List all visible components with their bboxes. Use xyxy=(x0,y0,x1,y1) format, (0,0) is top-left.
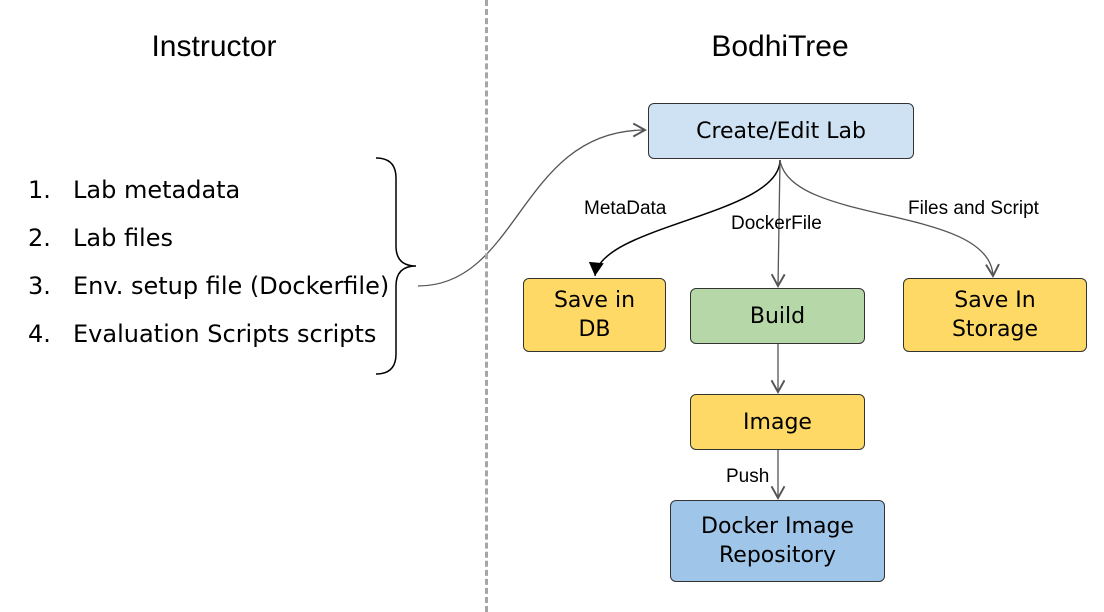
save-in-storage-node: Save In Storage xyxy=(903,278,1087,352)
push-edge-label: Push xyxy=(726,466,770,487)
node-label: Docker Image Repository xyxy=(701,514,854,568)
list-number: 3. xyxy=(28,272,51,300)
build-node: Build xyxy=(690,288,865,344)
section-divider xyxy=(485,0,488,612)
curly-brace xyxy=(375,157,417,375)
files-and-script-edge-label: Files and Script xyxy=(908,198,1039,219)
edge-metadata xyxy=(588,159,781,277)
node-label: Image xyxy=(743,409,812,435)
edge-files-script xyxy=(779,159,1000,279)
list-item: 1. Lab metadata xyxy=(28,176,389,224)
list-item: 2. Lab files xyxy=(28,224,389,272)
create-edit-lab-node: Create/Edit Lab xyxy=(648,103,914,159)
instructor-list: 1. Lab metadata 2. Lab files 3. Env. setup … xyxy=(28,176,389,368)
list-number: 4. xyxy=(28,320,51,348)
list-text: Evaluation Scripts scripts xyxy=(73,320,377,348)
edge-instructor-to-create xyxy=(417,122,648,287)
edge-dockerfile xyxy=(770,159,786,289)
list-text: Env. setup file (Dockerfile) xyxy=(73,272,390,300)
save-in-db-node: Save in DB xyxy=(523,278,666,352)
list-item: 3. Env. setup file (Dockerfile) xyxy=(28,272,389,320)
node-label: Save In Storage xyxy=(951,288,1039,342)
instructor-title: Instructor xyxy=(151,30,277,63)
bodhitree-title: BodhiTree xyxy=(711,30,849,63)
list-item: 4. Evaluation Scripts scripts xyxy=(28,320,389,368)
node-label: Create/Edit Lab xyxy=(696,118,866,144)
list-text: Lab files xyxy=(73,224,173,252)
node-label: Build xyxy=(749,303,806,329)
list-text: Lab metadata xyxy=(73,176,241,204)
docker-image-repository-node: Docker Image Repository xyxy=(670,500,885,582)
image-node: Image xyxy=(690,394,865,450)
node-label: Save in DB xyxy=(553,288,636,342)
dockerfile-edge-label: DockerFile xyxy=(731,213,822,234)
list-number: 2. xyxy=(28,224,51,252)
list-number: 1. xyxy=(28,176,51,204)
metadata-edge-label: MetaData xyxy=(584,198,667,219)
